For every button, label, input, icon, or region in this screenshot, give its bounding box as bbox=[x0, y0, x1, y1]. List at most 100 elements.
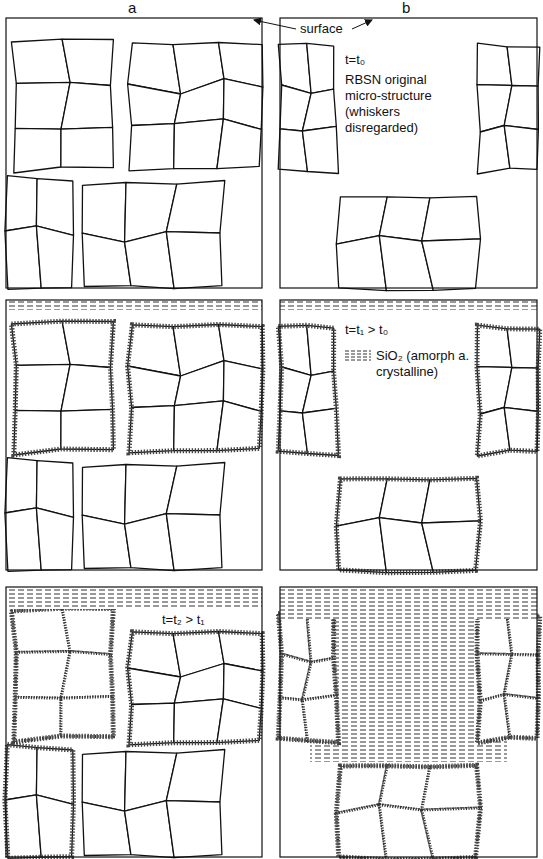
grain bbox=[11, 608, 70, 652]
grain bbox=[422, 196, 481, 241]
grain bbox=[174, 361, 224, 406]
grain bbox=[217, 699, 261, 743]
grain bbox=[61, 651, 113, 698]
grain bbox=[174, 401, 224, 451]
grain bbox=[504, 655, 538, 699]
grain bbox=[61, 127, 114, 167]
panel-frame bbox=[6, 300, 262, 570]
sio2-surface-layer bbox=[280, 300, 537, 310]
time-label: t=t₀ bbox=[345, 52, 435, 68]
grain bbox=[307, 325, 334, 375]
oxidized-grain-boundary bbox=[278, 325, 338, 455]
grain bbox=[129, 124, 174, 171]
oxidized-grain-boundary bbox=[128, 325, 263, 453]
grain bbox=[336, 518, 386, 573]
grain bbox=[166, 801, 222, 858]
grain bbox=[125, 514, 175, 571]
grain bbox=[422, 808, 481, 859]
grain bbox=[174, 664, 224, 704]
grain bbox=[379, 766, 430, 810]
grain bbox=[82, 515, 131, 568]
grain bbox=[5, 795, 41, 859]
grain bbox=[166, 181, 225, 234]
column-letter: b bbox=[402, 0, 410, 16]
surface-arrow bbox=[254, 20, 296, 29]
grain bbox=[125, 232, 175, 289]
grain bbox=[217, 401, 261, 451]
oxidized-grain-boundary bbox=[11, 608, 113, 742]
grain bbox=[36, 508, 73, 570]
grain bbox=[125, 801, 175, 858]
grain bbox=[166, 514, 222, 571]
grain bbox=[507, 616, 540, 655]
grain bbox=[477, 325, 512, 367]
grain bbox=[82, 802, 131, 855]
grain bbox=[307, 43, 334, 93]
column-letter: a bbox=[128, 0, 136, 16]
grain bbox=[14, 697, 61, 742]
grain bbox=[82, 183, 126, 243]
grain bbox=[5, 176, 37, 231]
grain bbox=[422, 239, 481, 290]
legend-entry: SiO₂ (amorph a. crystalline) bbox=[345, 348, 471, 380]
panel-ground bbox=[6, 18, 262, 288]
oxidized-grain-boundary bbox=[336, 765, 480, 859]
grain bbox=[307, 612, 334, 662]
grain bbox=[5, 508, 41, 572]
sio2-surface-layer bbox=[280, 587, 537, 619]
grain bbox=[174, 79, 224, 124]
panel-frame bbox=[280, 587, 537, 857]
grain bbox=[336, 236, 386, 291]
grain bbox=[302, 126, 338, 173]
time-label: t=t₁ > t₀ bbox=[345, 322, 470, 338]
surface-arrow bbox=[352, 20, 372, 29]
grain bbox=[14, 128, 61, 173]
grain bbox=[36, 226, 73, 288]
grain bbox=[129, 703, 174, 745]
grain bbox=[302, 408, 338, 455]
grain bbox=[166, 232, 222, 289]
grain bbox=[504, 126, 538, 170]
grain bbox=[477, 43, 512, 85]
grain bbox=[11, 39, 70, 83]
oxidized-grain-boundary bbox=[128, 632, 263, 745]
grain bbox=[422, 765, 481, 810]
grain bbox=[504, 368, 538, 412]
grain bbox=[5, 226, 41, 289]
surface-label: surface bbox=[300, 21, 343, 37]
grain bbox=[14, 410, 61, 455]
grain bbox=[217, 119, 261, 169]
panel-ground bbox=[6, 587, 262, 857]
grain bbox=[62, 321, 113, 367]
oxidized-grain-boundary bbox=[278, 612, 338, 742]
oxidized-grain-boundary bbox=[477, 325, 540, 456]
grain bbox=[128, 84, 181, 126]
grain bbox=[174, 119, 224, 169]
grain bbox=[82, 233, 131, 286]
grain bbox=[422, 478, 481, 523]
grain bbox=[507, 47, 540, 86]
time-label: t=t₂ > t₁ bbox=[160, 612, 207, 628]
grain bbox=[166, 750, 225, 803]
grain bbox=[504, 408, 538, 452]
grain bbox=[422, 521, 481, 572]
grain bbox=[61, 696, 114, 736]
oxidized-grain-boundary bbox=[11, 321, 113, 455]
grain bbox=[504, 695, 538, 739]
panel-ground bbox=[6, 300, 262, 570]
grain bbox=[507, 329, 540, 368]
grain bbox=[128, 366, 181, 408]
grain bbox=[11, 321, 70, 365]
grain bbox=[504, 86, 538, 130]
panel-frame bbox=[6, 18, 262, 288]
panel-frame bbox=[280, 300, 537, 570]
panel-frame bbox=[280, 18, 537, 288]
grain bbox=[82, 752, 126, 812]
grain bbox=[302, 371, 336, 413]
grain bbox=[61, 409, 114, 449]
grain bbox=[302, 89, 336, 131]
grain bbox=[128, 668, 181, 705]
oxidized-grain-boundary bbox=[477, 612, 540, 743]
legend-swatch bbox=[345, 349, 371, 363]
